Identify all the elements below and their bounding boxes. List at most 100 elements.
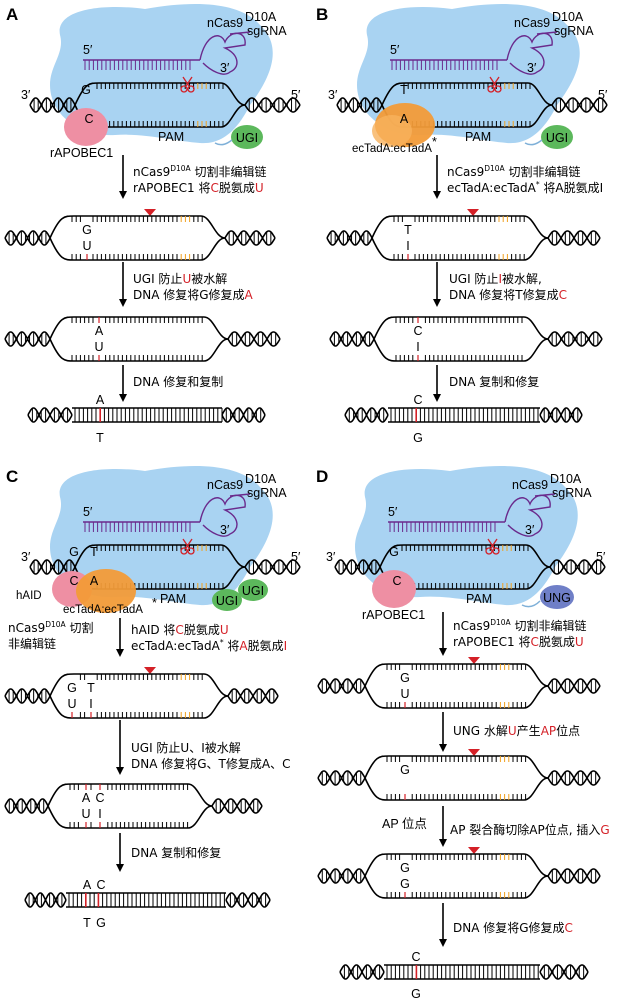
ectada-label-sup: *	[432, 135, 437, 149]
step2-line2: DNA 修复将T修复成C	[449, 287, 567, 302]
step2-line1-seg: UGI 防止	[449, 271, 498, 286]
step1-line2: rAPOBEC1 将C脱氨成U	[133, 180, 264, 195]
step1-line1-seg: 切割非编辑链	[511, 618, 587, 633]
sgrna-hairpin	[506, 32, 553, 75]
stage3-base-top2: C	[95, 791, 104, 805]
strand-top	[371, 215, 549, 239]
cas9-label: nCas9	[207, 478, 243, 492]
rapobec1-label: rAPOBEC1	[362, 608, 425, 622]
ectada-label-sup: *	[152, 596, 157, 610]
helix-strand	[547, 331, 603, 347]
helix-strand	[24, 892, 67, 908]
stage4-base-top: A	[96, 393, 105, 407]
helix-strand	[317, 770, 366, 786]
stage2-base-top: G	[400, 671, 410, 685]
ugi-label-2: UGI	[242, 584, 264, 598]
step2-line2-seg: DNA 修复将G、T修复成A、C	[131, 756, 290, 771]
dna-stage4	[317, 853, 601, 899]
helix-strand	[547, 678, 601, 694]
step2-line1: UGI 防止U被水解	[133, 271, 227, 286]
panel-letter-b: B	[316, 5, 328, 24]
strand-top	[364, 853, 549, 877]
helix-strand	[344, 407, 389, 423]
helix-left	[29, 97, 76, 113]
dna-3prime-end: 3′	[328, 88, 338, 102]
helix-right	[244, 559, 301, 575]
ugi-protein-1	[212, 589, 242, 611]
nick-marker	[467, 209, 479, 216]
sgrna-tail	[229, 493, 251, 497]
helix-right	[547, 230, 601, 246]
step1-line2-seg: C	[210, 181, 218, 195]
base-a-target: A	[90, 574, 99, 588]
strand-top	[49, 215, 226, 239]
step2-line1-seg: UGI 防止U、I被水解	[131, 740, 241, 755]
dna-5prime-end: 5′	[598, 88, 608, 102]
step2-line2: DNA 修复将G、T修复成A、C	[131, 756, 290, 771]
ap-site-label: AP 位点	[382, 816, 427, 831]
step2-line1-seg: UNG 水解	[453, 724, 508, 738]
step2-line1: UGI 防止I被水解,	[449, 271, 542, 286]
stage2-base-bottom: U	[400, 687, 409, 701]
helix-right	[547, 331, 603, 347]
dna-stage4	[24, 892, 271, 908]
helix-right	[547, 868, 601, 884]
dna-stage4	[27, 407, 266, 423]
scissors-blade	[489, 76, 497, 87]
helix-right	[211, 798, 263, 814]
step1-line1: nCas9D10A 切割非编辑链	[133, 164, 267, 179]
side-note-line1-seg: D10A	[45, 620, 66, 629]
stage2-base-top: G	[82, 223, 92, 237]
linker	[521, 600, 541, 608]
sgrna-3prime: 3′	[220, 61, 230, 75]
helix-left	[317, 770, 366, 786]
stage3-base-bottom: U	[94, 340, 103, 354]
helix-left	[24, 892, 67, 908]
helix-right	[549, 559, 606, 575]
stage3-base-top: C	[413, 324, 422, 338]
step1-line2-seg: I	[284, 639, 288, 653]
ectada-label: ecTadA:ecTadA	[63, 604, 143, 616]
step4-line1-seg: DNA 修复将G修复成	[453, 920, 565, 935]
nick-marker	[144, 209, 156, 216]
helix-right	[539, 407, 583, 423]
pam-label: PAM	[466, 592, 492, 606]
side-note-line2: 非编辑链	[8, 636, 56, 651]
sgrna-hairpin	[504, 494, 551, 537]
step2-line2-seg: DNA 修复将G修复成	[133, 287, 245, 302]
stage3-base-bottom: I	[416, 340, 419, 354]
step2-line2-seg: A	[245, 288, 254, 302]
step1-line2-seg: rAPOBEC1 将	[133, 181, 210, 195]
dna-stage2	[4, 673, 279, 719]
scissors-blade	[185, 538, 193, 549]
step3-line1-seg: DNA 复制和修复	[449, 374, 539, 389]
step1-line1-seg: nCas9	[453, 619, 490, 633]
strand-bottom	[364, 685, 549, 709]
base-g: G	[389, 545, 399, 559]
helix-strand	[339, 964, 385, 980]
stage5-base-bottom: G	[411, 987, 421, 1000]
helix-strand	[547, 230, 601, 246]
step2-line1-seg: AP	[541, 724, 556, 738]
cas9-protein-blob	[50, 4, 273, 144]
helix-strand	[227, 331, 281, 347]
stage2-base-top: T	[404, 223, 412, 237]
step1-line1-seg: 切割非编辑链	[191, 164, 267, 179]
helix-strand	[4, 688, 51, 704]
step2-line1-seg: U	[508, 724, 517, 738]
stage3-base-top: A	[95, 324, 104, 338]
step3-line1-seg: AP 裂合酶切除AP位点, 插入	[450, 822, 600, 837]
ectada-label: ecTadA:ecTadA	[352, 143, 432, 155]
nick-marker	[144, 667, 156, 674]
step1-line1: nCas9D10A 切割非编辑链	[453, 618, 587, 633]
sgrna-5prime: 5′	[83, 505, 93, 519]
step1-line2-seg: C	[530, 635, 538, 649]
ectada-enzyme	[76, 569, 136, 613]
helix-strand	[27, 407, 73, 423]
